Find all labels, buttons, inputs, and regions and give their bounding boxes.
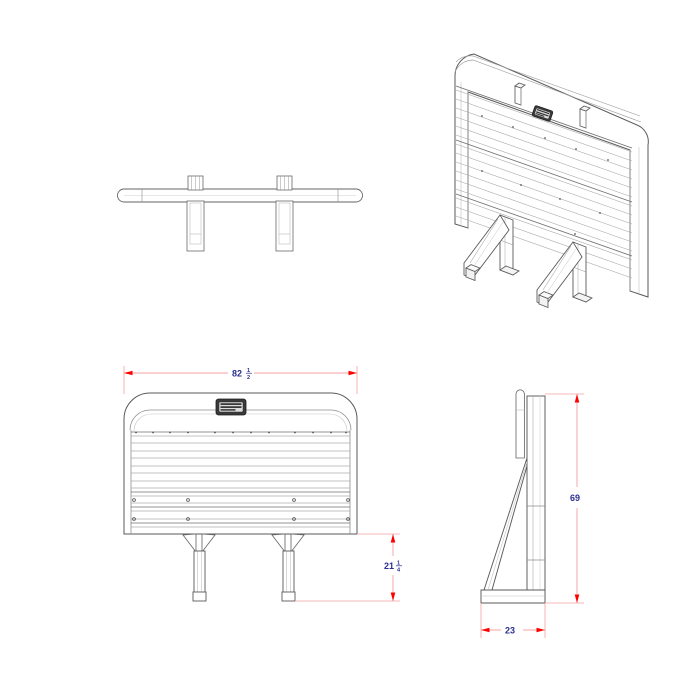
front-panel-outline — [123, 392, 358, 535]
front-leg-left — [182, 533, 216, 602]
iso-leg-right — [536, 241, 593, 309]
dimension-leg-height-numerator: 1 — [397, 561, 400, 567]
dimension-depth-value: 23 — [505, 626, 515, 636]
front-view: 82 1 2 21 1 4 — [123, 366, 402, 602]
front-brand-badge — [215, 398, 247, 416]
top-view-leg-left — [186, 175, 205, 252]
front-rivet-row-top — [135, 431, 347, 434]
iso-mounting-tab-right — [579, 105, 591, 129]
dimension-width-numerator: 1 — [247, 368, 250, 374]
dimension-height: 69 — [545, 393, 584, 604]
dimension-leg-height-denominator: 4 — [397, 568, 401, 574]
dimension-leg-height: 21 1 4 — [295, 533, 402, 602]
dimension-depth: 23 — [480, 603, 546, 638]
side-panel-body — [526, 395, 546, 599]
front-leg-right — [271, 533, 305, 602]
iso-leg-left — [463, 214, 520, 282]
front-slats — [131, 435, 350, 528]
front-bolt-row-low — [132, 517, 350, 521]
dimension-height-value: 69 — [570, 493, 580, 503]
top-view-rail — [117, 188, 363, 203]
front-bolt-row-mid — [132, 498, 350, 502]
iso-mounting-tab-left — [514, 82, 526, 106]
iso-panel — [454, 53, 649, 298]
side-base-foot — [480, 589, 546, 604]
top-view — [117, 175, 363, 252]
side-view: 69 23 — [480, 389, 584, 638]
dimension-leg-height-value: 21 — [384, 561, 394, 571]
dimension-width-denominator: 2 — [247, 375, 250, 381]
iso-brand-badge — [531, 105, 554, 122]
dimension-width-value: 82 — [232, 369, 242, 379]
side-rear-rail — [515, 389, 525, 459]
top-view-leg-right — [275, 175, 294, 252]
side-diagonal-brace — [483, 457, 528, 591]
dimension-width: 82 1 2 — [123, 366, 358, 394]
isometric-view — [454, 53, 649, 309]
